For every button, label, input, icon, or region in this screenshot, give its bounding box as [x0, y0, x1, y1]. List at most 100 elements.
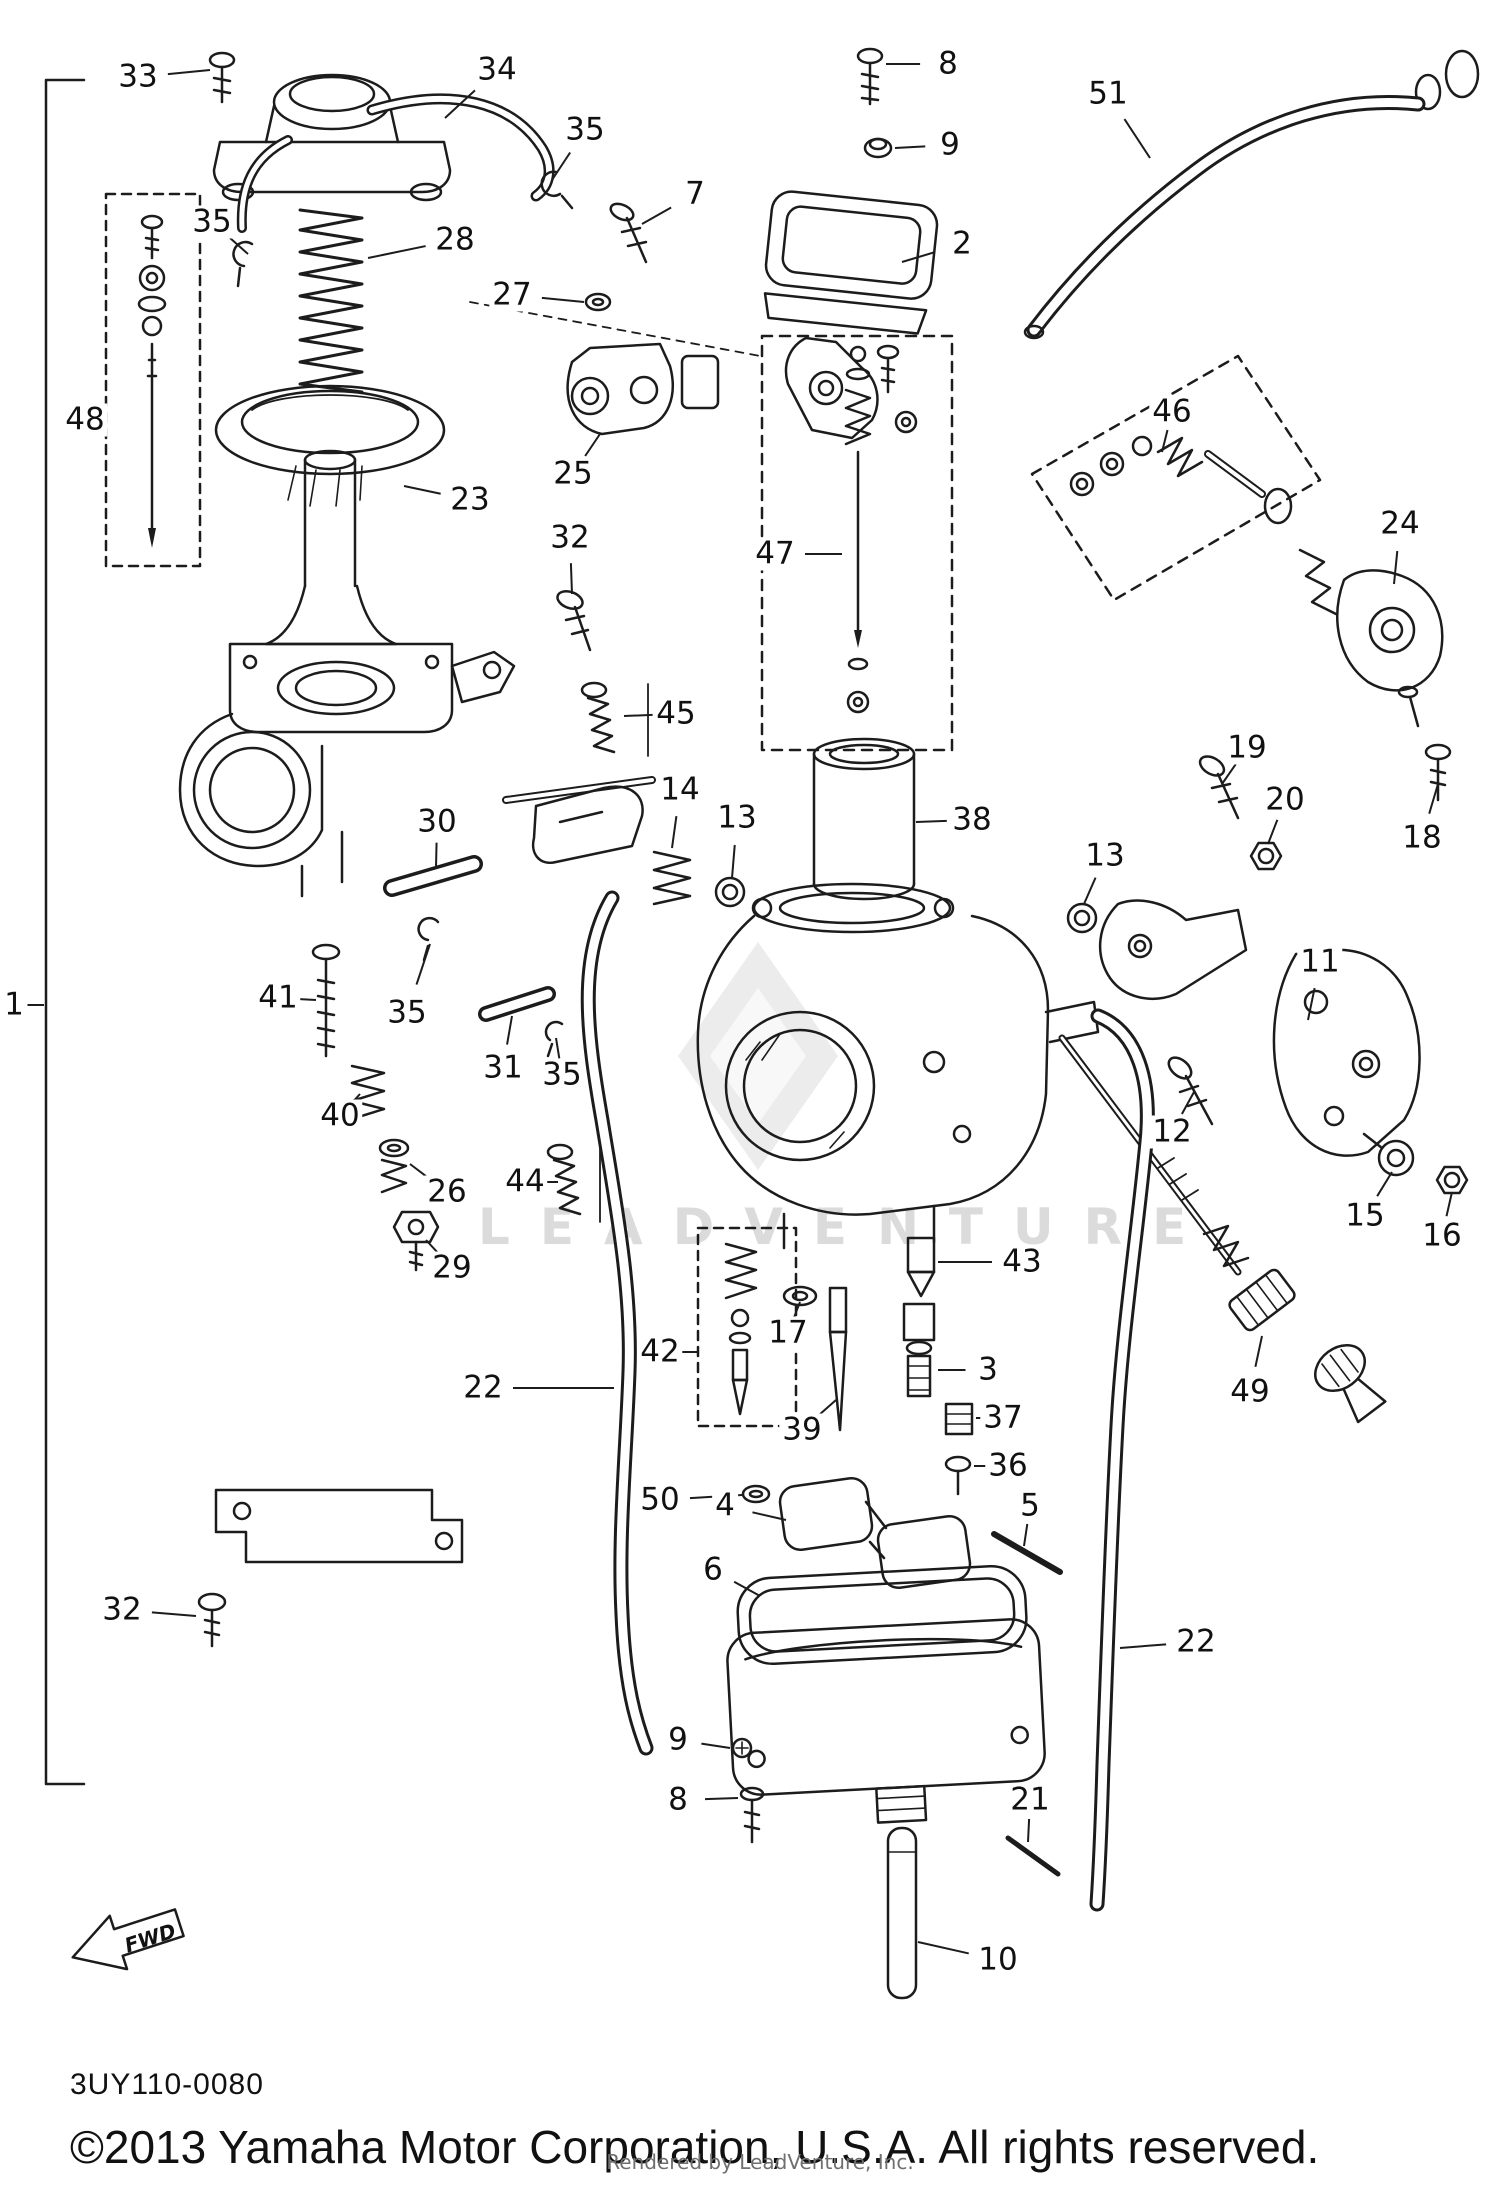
- callout-47: 47: [752, 537, 798, 571]
- callout-24: 24: [1377, 507, 1423, 541]
- diaphragm-piston-23: [214, 384, 446, 646]
- bolt-29: [392, 1210, 440, 1272]
- callout-16: 16: [1419, 1219, 1465, 1253]
- overflow-pipe-21: [1005, 1835, 1061, 1877]
- callout-50: 50: [637, 1483, 683, 1517]
- washer-27: [584, 292, 612, 312]
- throttle-slide-38: [812, 737, 916, 901]
- callout-22: 22: [1173, 1625, 1219, 1659]
- callout-23: 23: [447, 483, 493, 517]
- mount-bracket: [214, 1488, 464, 1564]
- callout-18: 18: [1399, 821, 1445, 855]
- screw-32-bottom: [197, 1592, 227, 1648]
- spring-screw-44: [546, 1143, 601, 1223]
- plug-36: [944, 1455, 972, 1496]
- callout-32: 32: [99, 1593, 145, 1627]
- callout-41: 41: [255, 981, 301, 1015]
- nut-20: [1249, 841, 1283, 871]
- callout-39: 39: [779, 1413, 825, 1447]
- callout-29: 29: [429, 1251, 475, 1285]
- callout-15: 15: [1342, 1199, 1388, 1233]
- washer-17: [782, 1285, 818, 1307]
- callout-43: 43: [999, 1245, 1045, 1279]
- screw-41: [311, 943, 341, 1058]
- callout-31: 31: [480, 1051, 526, 1085]
- callout-25: 25: [550, 457, 596, 491]
- frame-line-item-1: [44, 78, 86, 1786]
- callout-38: 38: [949, 803, 995, 837]
- callout-7: 7: [682, 177, 708, 211]
- clip-35-mid-lower-icon: [544, 1020, 564, 1058]
- carburetor-top-cap: [212, 73, 452, 202]
- callout-8: 8: [935, 47, 961, 81]
- callout-3: 3: [975, 1353, 1001, 1387]
- fwd-arrow-icon: [71, 1908, 185, 1971]
- spring-screw-45: [580, 681, 649, 757]
- screw-7: [609, 202, 648, 264]
- callout-26: 26: [424, 1175, 470, 1209]
- needle-jet-39: [828, 1286, 848, 1432]
- callout-9: 9: [937, 128, 963, 162]
- nut-13-right: [1066, 902, 1098, 934]
- callout-49: 49: [1227, 1375, 1273, 1409]
- fuel-hose-51: [1023, 49, 1480, 340]
- clip-35-pipe-icon: [540, 170, 574, 210]
- callout-11: 11: [1297, 945, 1343, 979]
- clip-35-vent-icon: [232, 240, 254, 288]
- drain-hose-22-left: [580, 890, 654, 1756]
- callout-35: 35: [189, 205, 235, 239]
- callout-34: 34: [474, 53, 520, 87]
- callout-10: 10: [975, 1943, 1021, 1977]
- pump-parts-46: [1030, 354, 1322, 602]
- throttle-lever-13: [1098, 899, 1248, 1000]
- bowl-gasket-6: [736, 1565, 1028, 1665]
- callout-14: 14: [657, 773, 703, 807]
- callout-28: 28: [432, 223, 478, 257]
- callout-37: 37: [980, 1401, 1026, 1435]
- callout-40: 40: [317, 1099, 363, 1133]
- nut-9-top: [863, 137, 893, 159]
- callout-46: 46: [1149, 395, 1195, 429]
- callout-12: 12: [1149, 1115, 1195, 1149]
- nut-13-left: [714, 876, 746, 908]
- callout-45: 45: [653, 697, 699, 731]
- callout-13: 13: [714, 801, 760, 835]
- callout-19: 19: [1224, 731, 1270, 765]
- overflow-hose-22-right: [1089, 1008, 1155, 1912]
- jet-37: [944, 1402, 974, 1436]
- screw-8-bottom: [739, 1786, 765, 1844]
- main-jet-3: [902, 1302, 936, 1398]
- screw-33: [208, 51, 236, 104]
- spring-40: [350, 1064, 386, 1121]
- callout-48: 48: [62, 403, 108, 437]
- callout-4: 4: [712, 1489, 738, 1523]
- callout-2: 2: [949, 227, 975, 261]
- callout-13: 13: [1082, 839, 1128, 873]
- screw-18: [1424, 743, 1452, 802]
- callout-44: 44: [502, 1165, 548, 1199]
- callout-5: 5: [1017, 1489, 1043, 1523]
- screw-32-upper: [556, 590, 592, 652]
- callout-8: 8: [665, 1783, 691, 1817]
- spring-seat-26: [378, 1138, 410, 1194]
- spring-14: [652, 850, 692, 906]
- callout-1: 1: [1, 988, 27, 1022]
- float-bowl: [726, 1618, 1046, 1824]
- top-cover-2: [763, 190, 939, 335]
- screw-8-top: [856, 47, 884, 106]
- callout-36: 36: [985, 1449, 1031, 1483]
- callout-35: 35: [384, 996, 430, 1030]
- bolt-50: [741, 1484, 771, 1504]
- carb-main-body: [696, 882, 1100, 1250]
- link-lever-14: [502, 776, 656, 865]
- callout-21: 21: [1007, 1783, 1053, 1817]
- pin-31: [478, 986, 556, 1022]
- callout-51: 51: [1085, 77, 1131, 111]
- drain-screw-9-bottom: [731, 1737, 753, 1759]
- carb-upper-body: [178, 642, 516, 898]
- callout-27: 27: [489, 278, 535, 312]
- screw-12: [1167, 1056, 1214, 1126]
- callout-33: 33: [115, 60, 161, 94]
